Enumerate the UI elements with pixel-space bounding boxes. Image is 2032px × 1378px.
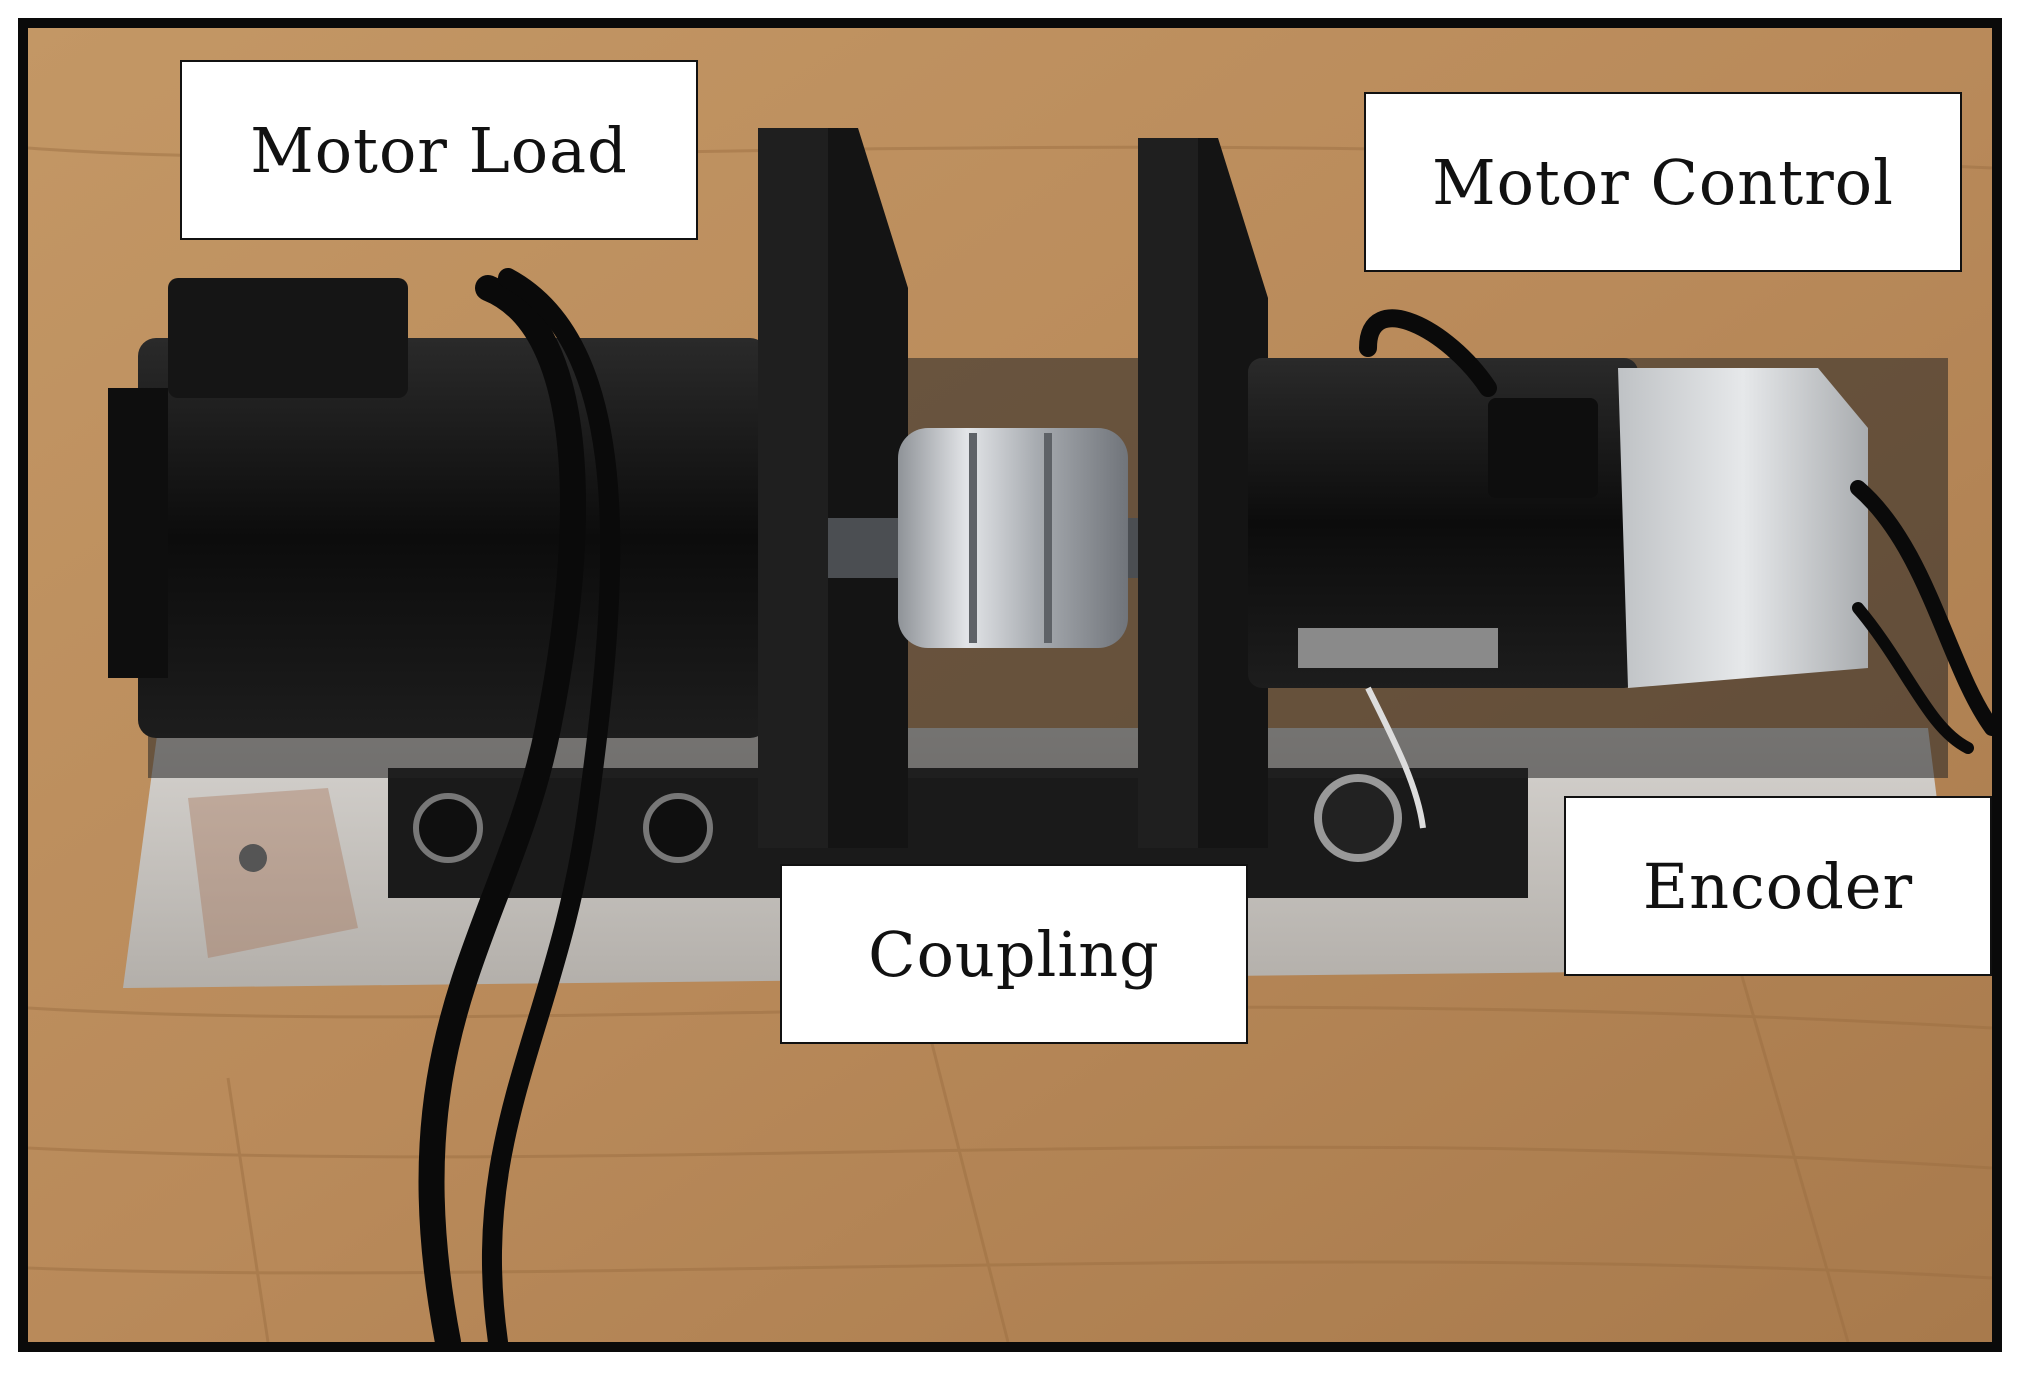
encoder-wire [1365, 686, 1426, 829]
left-support-edge [758, 128, 828, 848]
label-motor-control: Motor Control [1364, 92, 1962, 272]
coupling-grooves [969, 433, 1052, 643]
encoder-housing [1618, 368, 1868, 688]
photo-frame: Motor Load Motor Control Coupling Encode… [18, 18, 2002, 1352]
label-coupling-text: Coupling [868, 917, 1160, 991]
label-encoder-text: Encoder [1642, 849, 1914, 923]
label-motor-load: Motor Load [180, 60, 698, 240]
control-motor-nameplate [1298, 628, 1498, 668]
load-motor-connector [168, 278, 408, 398]
right-support-edge [1138, 138, 1198, 848]
plate-rust [188, 788, 358, 958]
cables [418, 268, 1992, 1342]
label-motor-control-text: Motor Control [1432, 145, 1894, 219]
load-motor-flange [108, 388, 168, 678]
control-motor-connector [1488, 398, 1598, 498]
label-motor-load-text: Motor Load [250, 113, 628, 187]
label-encoder: Encoder [1564, 796, 1992, 976]
label-coupling: Coupling [780, 864, 1248, 1044]
base-bolts [239, 774, 1402, 872]
coupling [898, 428, 1128, 648]
